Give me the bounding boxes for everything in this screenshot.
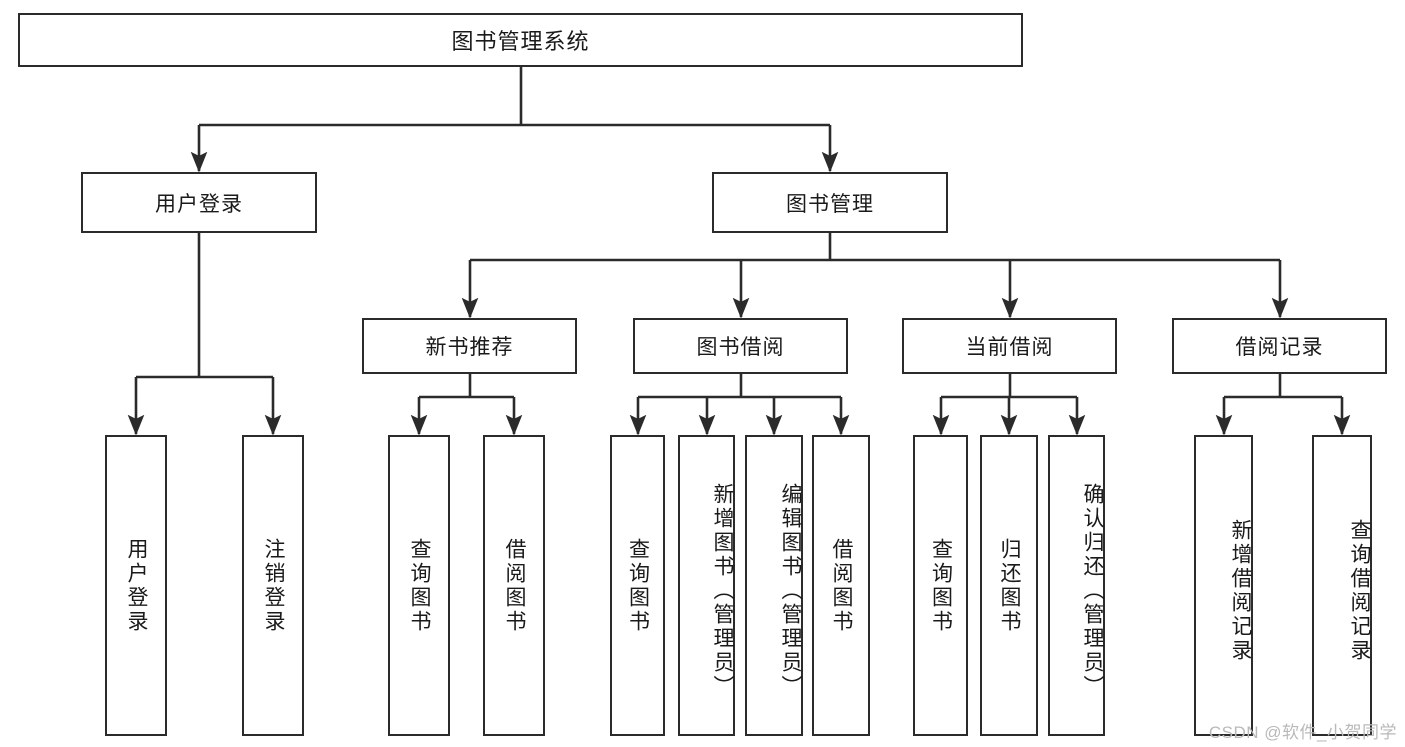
- node-l-query1[interactable]: 查询图书: [388, 435, 450, 736]
- node-newrec[interactable]: 新书推荐: [362, 318, 577, 374]
- node-label: 新书推荐: [425, 336, 514, 359]
- node-label: 查询借阅记录: [1348, 518, 1371, 663]
- node-l-query2[interactable]: 查询图书: [610, 435, 665, 736]
- node-label: 用户登录: [125, 537, 149, 634]
- node-label: 查询图书: [408, 537, 432, 634]
- node-current[interactable]: 当前借阅: [902, 318, 1117, 374]
- node-borrow[interactable]: 图书借阅: [633, 318, 848, 374]
- node-root[interactable]: 图书管理系统: [18, 13, 1023, 67]
- node-label: 当前借阅: [965, 336, 1054, 359]
- node-l-login[interactable]: 用户登录: [105, 435, 167, 736]
- node-records[interactable]: 借阅记录: [1172, 318, 1387, 374]
- node-label: 确认归还（管理员）: [1081, 482, 1104, 699]
- node-label: 归还图书: [998, 537, 1022, 634]
- node-l-return[interactable]: 归还图书: [980, 435, 1038, 736]
- node-label: 图书借阅: [696, 336, 785, 359]
- watermark-label: CSDN @软件_小贺同学: [1208, 723, 1397, 742]
- node-label: 借阅图书: [503, 537, 527, 634]
- node-label: 借阅图书: [830, 537, 854, 634]
- node-label: 用户登录: [155, 192, 243, 216]
- node-l-borrow1[interactable]: 借阅图书: [483, 435, 545, 736]
- node-l-query3[interactable]: 查询图书: [913, 435, 968, 736]
- node-l-add[interactable]: 新增图书（管理员）: [678, 435, 735, 736]
- node-label: 图书管理系统: [451, 29, 590, 54]
- node-label: 新增借阅记录: [1229, 518, 1252, 663]
- node-l-logout[interactable]: 注销登录: [242, 435, 304, 736]
- node-label: 图书管理: [786, 192, 874, 216]
- edge-paths: [127, 67, 1351, 436]
- node-label: 新增图书（管理员）: [711, 482, 734, 699]
- node-bookmgmt[interactable]: 图书管理: [712, 172, 948, 233]
- node-label: 查询图书: [929, 537, 953, 634]
- node-l-edit[interactable]: 编辑图书（管理员）: [745, 435, 803, 736]
- node-l-borrow2[interactable]: 借阅图书: [812, 435, 870, 736]
- node-l-confirm[interactable]: 确认归还（管理员）: [1048, 435, 1105, 736]
- node-l-queryrec[interactable]: 查询借阅记录: [1312, 435, 1372, 736]
- node-label: 查询图书: [626, 537, 650, 634]
- node-login[interactable]: 用户登录: [81, 172, 317, 233]
- node-label: 编辑图书（管理员）: [779, 482, 802, 699]
- node-label: 注销登录: [262, 537, 286, 634]
- node-l-addrec[interactable]: 新增借阅记录: [1194, 435, 1253, 736]
- node-label: 借阅记录: [1235, 336, 1324, 359]
